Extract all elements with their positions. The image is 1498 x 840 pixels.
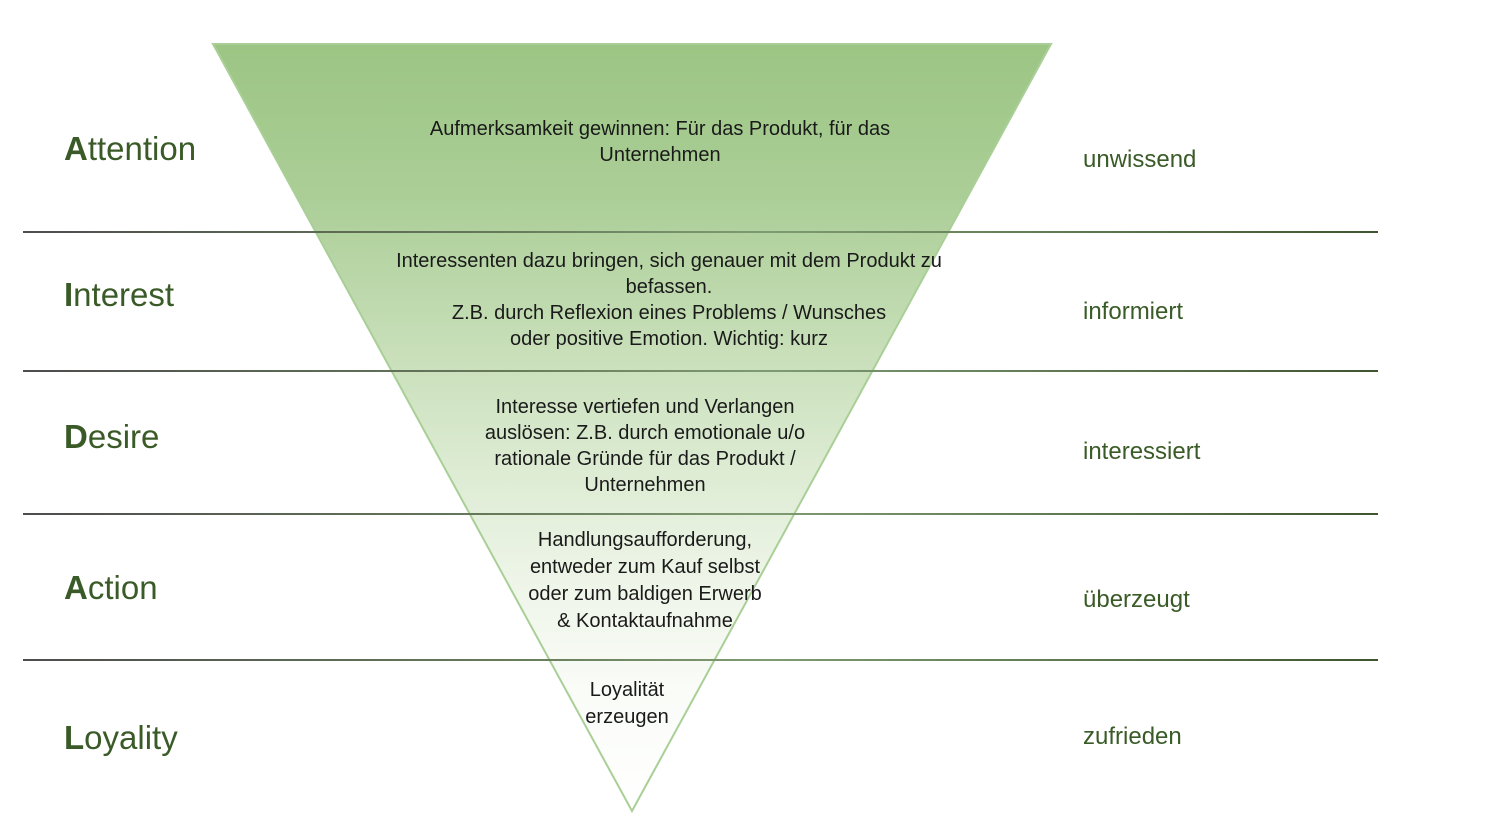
stage-rest: ction [87, 569, 158, 606]
state-label-zufrieden: zufrieden [1083, 723, 1182, 750]
state-label-ueberzeugt: überzeugt [1083, 586, 1190, 613]
stage-label-loyality: Loyality [64, 719, 178, 756]
funnel-triangle-shape [211, 43, 1053, 814]
stage-initial: A [64, 569, 88, 606]
stage-initial: A [64, 130, 88, 167]
divider-line [23, 370, 1378, 372]
divider-line [23, 513, 1378, 515]
divider-line [23, 231, 1378, 233]
description-loyality: Loyalität erzeugen [585, 679, 669, 728]
state-label-interessiert: interessiert [1083, 438, 1201, 465]
stage-label-attention: Attention [64, 130, 197, 167]
stage-initial: I [64, 276, 74, 313]
stage-rest: ttention [87, 130, 197, 167]
description-interest: Interessenten dazu bringen, sich genauer… [396, 250, 942, 350]
state-label-informiert: informiert [1083, 298, 1184, 325]
description-action: Handlungsaufforderung, entweder zum Kauf… [528, 529, 762, 632]
divider-line [23, 659, 1378, 661]
stage-rest: nterest [73, 276, 175, 313]
stage-rest: oyality [84, 719, 178, 756]
stage-initial: L [64, 719, 85, 756]
stage-rest: esire [87, 418, 160, 455]
stage-initial: D [64, 418, 88, 455]
description-attention: Aufmerksamkeit gewinnen: Für das Produkt… [429, 118, 891, 166]
description-desire: Interesse vertiefen und Verlangen auslös… [484, 396, 806, 496]
stage-label-action: Action [64, 569, 158, 606]
state-label-unwissend: unwissend [1083, 146, 1197, 173]
stage-label-desire: Desire [64, 418, 160, 455]
stage-label-interest: Interest [64, 276, 175, 313]
